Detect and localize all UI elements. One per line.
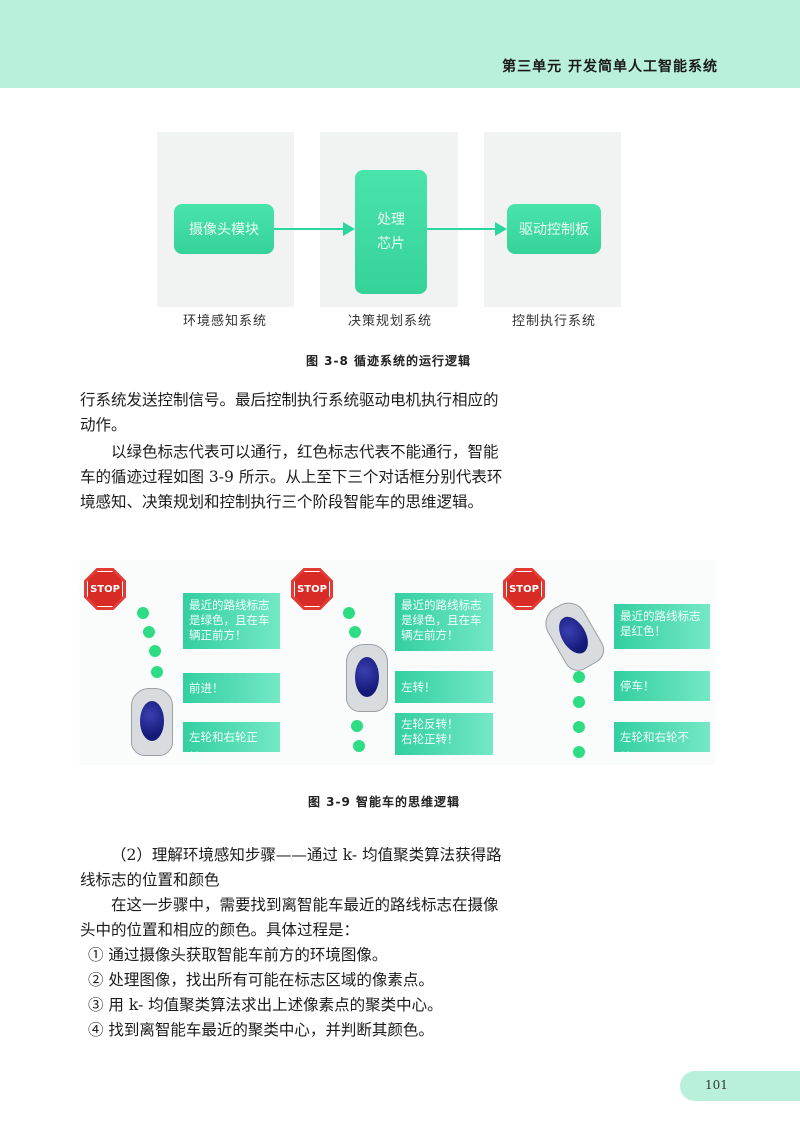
list-item: ③ 用 k- 均值聚类算法求出上述像素点的聚类中心。 [88, 996, 443, 1014]
scene-turn-left: STOP 最近的路线标志是绿色，且在车辆左前方！ 左转！ 左轮反转！ 右轮正转！ [291, 560, 503, 765]
action-bubble: 左轮和右轮正转！ [183, 722, 280, 764]
route-marker-dot [343, 607, 355, 619]
page-number: 101 [705, 1078, 728, 1092]
decision-bubble: 停车！ [614, 671, 710, 701]
list-item: ② 处理图像，找出所有可能在标志区域的像素点。 [88, 971, 434, 989]
driver-board-box: 驱动控制板 [507, 204, 601, 254]
route-marker-dot [349, 626, 361, 638]
route-marker-dot [351, 720, 363, 732]
stop-sign-icon: STOP [503, 568, 545, 610]
stop-sign-text: STOP [506, 571, 542, 607]
figure-3-8: 摄像头模块 处理 芯片 驱动控制板 [157, 132, 621, 307]
scene-forward: STOP 最近的路线标志是绿色，且在车辆正前方！ 前进！ 左轮和右轮正转！ [79, 560, 291, 765]
steps-list: ① 通过摄像头获取智能车前方的环境图像。 ② 处理图像，找出所有可能在标志区域的… [88, 943, 518, 1043]
route-marker-dot [137, 607, 149, 619]
route-marker-dot [353, 740, 365, 752]
section-heading: （2）理解环境感知步骤——通过 k- 均值聚类算法获得路线标志的位置和颜色 [80, 846, 502, 889]
figure-3-9: STOP 最近的路线标志是绿色，且在车辆正前方！ 前进！ 左轮和右轮正转！ ST… [79, 560, 715, 765]
section-intro: 在这一步骤中，需要找到离智能车最近的路线标志在摄像头中的位置和相应的颜色。具体过… [80, 896, 499, 939]
stop-sign-text: STOP [87, 571, 123, 607]
system-label-perception: 环境感知系统 [182, 314, 267, 329]
action-bubble: 左轮和右轮不转！ [614, 722, 710, 764]
decision-bubble: 前进！ [183, 673, 280, 703]
processor-chip-box: 处理 芯片 [355, 170, 427, 294]
smart-car-icon [538, 596, 610, 676]
arrow-right-icon [274, 222, 355, 236]
route-marker-dot [143, 626, 155, 638]
action-bubble: 左轮反转！ 右轮正转！ [395, 713, 493, 755]
route-marker-dot [573, 671, 585, 683]
arrow-right-icon [427, 222, 507, 236]
route-marker-dot [573, 696, 585, 708]
figure-3-8-caption: 图 3-8 循迹系统的运行逻辑 [306, 354, 472, 368]
camera-module-box: 摄像头模块 [174, 204, 274, 254]
paragraph-1: 行系统发送控制信号。最后控制执行系统驱动电机执行相应的动作。 [80, 391, 499, 434]
system-label-control: 控制执行系统 [511, 314, 596, 329]
figure-3-9-caption: 图 3-9 智能车的思维逻辑 [308, 795, 461, 809]
smart-car-icon [346, 644, 388, 712]
processor-label-line1: 处理 [377, 212, 405, 228]
paragraph-2: 以绿色标志代表可以通行，红色标志代表不能通行，智能车的循迹过程如图 3-9 所示… [80, 443, 503, 511]
perception-bubble: 最近的路线标志是绿色，且在车辆左前方！ [395, 593, 493, 651]
route-marker-dot [149, 645, 161, 657]
stop-sign-icon: STOP [84, 568, 126, 610]
unit-title: 第三单元 开发简单人工智能系统 [502, 59, 718, 75]
smart-car-icon [131, 688, 173, 756]
scene-stop: STOP 最近的路线标志是红色！ 停车！ 左轮和右轮不转！ [503, 560, 715, 765]
stop-sign-icon: STOP [291, 568, 333, 610]
decision-bubble: 左转！ [395, 671, 493, 703]
action-line-1: 左轮反转！ [401, 717, 459, 731]
stop-sign-text: STOP [294, 571, 330, 607]
list-item: ④ 找到离智能车最近的聚类中心，并判断其颜色。 [88, 1021, 434, 1039]
route-marker-dot [573, 721, 585, 733]
processor-label-line2: 芯片 [377, 236, 405, 252]
action-line-2: 右轮正转！ [401, 732, 459, 746]
route-marker-dot [151, 666, 163, 678]
system-label-decision: 决策规划系统 [347, 314, 432, 329]
route-marker-dot [573, 746, 585, 758]
list-item: ① 通过摄像头获取智能车前方的环境图像。 [88, 946, 388, 964]
perception-bubble: 最近的路线标志是绿色，且在车辆正前方！ [183, 593, 280, 649]
header-band [0, 0, 800, 88]
page-number-tab [680, 1071, 800, 1101]
perception-bubble: 最近的路线标志是红色！ [614, 604, 710, 649]
